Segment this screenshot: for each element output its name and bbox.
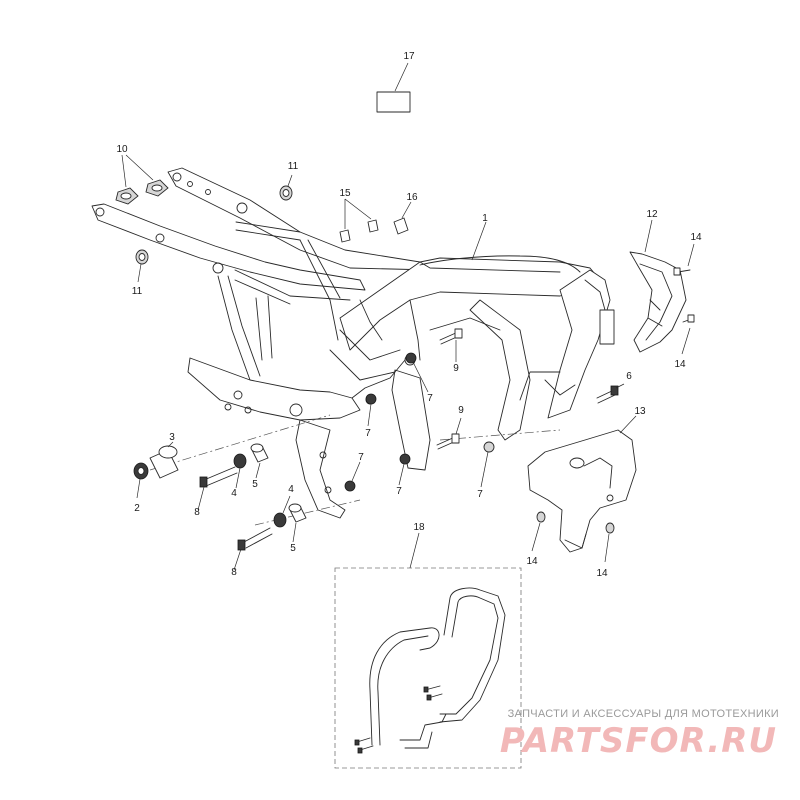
callout-13: 13 bbox=[634, 406, 646, 417]
part-17-label bbox=[376, 62, 411, 113]
leader-1 bbox=[471, 221, 487, 261]
callout-4a: 4 bbox=[231, 488, 237, 499]
watermark-tagline: ЗАПЧАСТИ И АКСЕССУАРЫ ДЛЯ МОТОТЕХНИКИ bbox=[508, 708, 779, 720]
callout-7d: 7 bbox=[396, 486, 402, 497]
axis-lines bbox=[149, 414, 561, 526]
callout-11b: 11 bbox=[132, 286, 143, 297]
part-7-nuts bbox=[344, 352, 495, 492]
callout-9b: 9 bbox=[458, 405, 464, 416]
part-18-crash-bars bbox=[334, 532, 522, 769]
part-11-washers bbox=[135, 174, 293, 283]
callout-11a: 11 bbox=[288, 161, 299, 172]
part-4-5-8-lower bbox=[233, 495, 307, 571]
callout-17: 17 bbox=[403, 51, 415, 62]
watermark: ЗАПЧАСТИ И АКСЕССУАРЫ ДЛЯ МОТОТЕХНИКИ PA… bbox=[500, 708, 779, 761]
part-2-3-bushings bbox=[133, 441, 179, 499]
watermark-logo: PARTSFOR.RU bbox=[500, 721, 777, 761]
part-16-clip bbox=[393, 201, 412, 235]
part-6-bolt bbox=[596, 383, 625, 404]
callout-18: 18 bbox=[413, 522, 425, 533]
callout-5b: 5 bbox=[290, 543, 296, 554]
callout-14d: 14 bbox=[596, 568, 608, 579]
callout-7e: 7 bbox=[477, 489, 483, 500]
part-12-cover bbox=[629, 219, 687, 353]
part-9-bolts bbox=[436, 328, 463, 450]
callout-14a: 14 bbox=[690, 232, 702, 243]
callout-8b: 8 bbox=[231, 567, 237, 578]
callout-3: 3 bbox=[169, 432, 175, 443]
callout-5a: 5 bbox=[252, 479, 258, 490]
callout-4b: 4 bbox=[288, 484, 294, 495]
callout-labels: 1 2 3 4 4 5 5 6 7 7 7 7 7 8 8 9 9 10 11 … bbox=[116, 51, 702, 579]
callout-12: 12 bbox=[646, 209, 658, 220]
callout-10: 10 bbox=[116, 144, 128, 155]
callout-6: 6 bbox=[626, 371, 632, 382]
part-14-bolts bbox=[531, 243, 695, 563]
part-15-clips bbox=[339, 198, 379, 243]
callout-15: 15 bbox=[339, 188, 351, 199]
callout-14c: 14 bbox=[526, 556, 538, 567]
callout-14b: 14 bbox=[674, 359, 686, 370]
part-10-grommets bbox=[115, 154, 169, 205]
callout-1: 1 bbox=[482, 213, 488, 224]
callout-16: 16 bbox=[406, 192, 418, 203]
part-4-5-8-upper bbox=[197, 443, 269, 511]
main-frame bbox=[91, 167, 615, 519]
callout-7c: 7 bbox=[358, 452, 364, 463]
callout-2: 2 bbox=[134, 503, 140, 514]
callout-9a: 9 bbox=[453, 363, 459, 374]
part-13-guard bbox=[527, 415, 637, 553]
callout-7a: 7 bbox=[427, 393, 433, 404]
callout-7b: 7 bbox=[365, 428, 371, 439]
callout-8a: 8 bbox=[194, 507, 200, 518]
